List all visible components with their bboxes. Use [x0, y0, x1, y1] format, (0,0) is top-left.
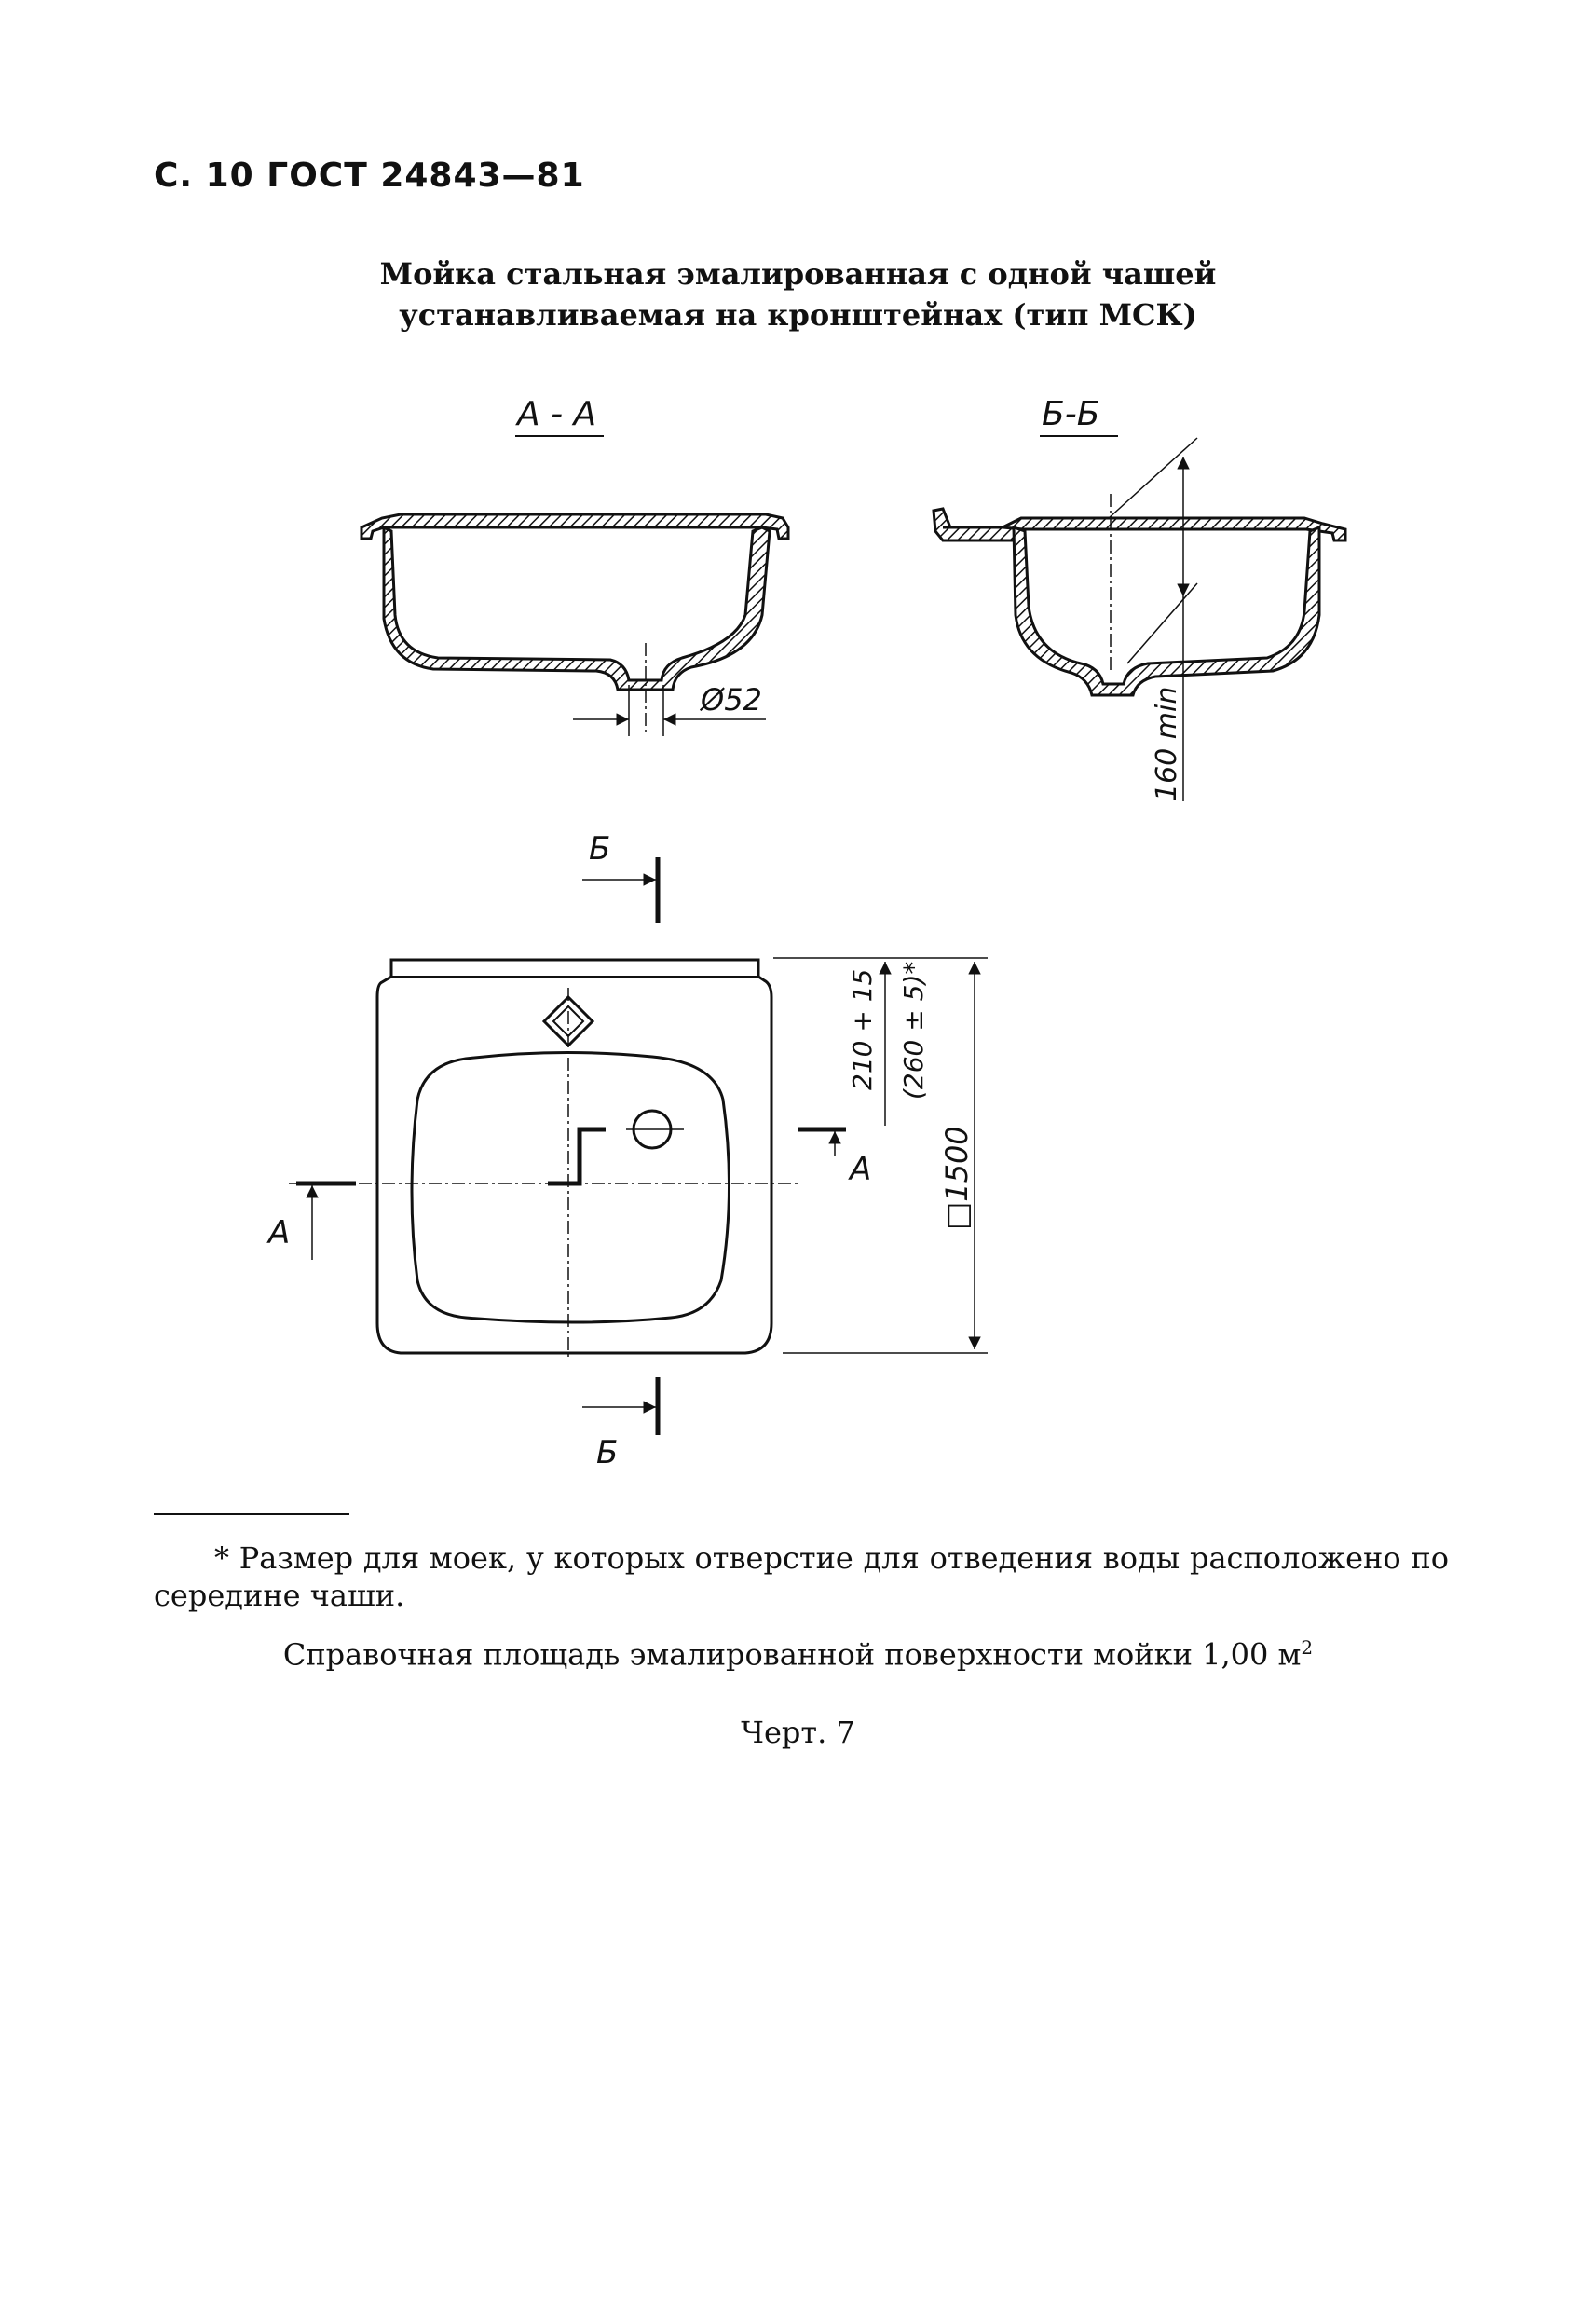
cut-a-left-label: А	[266, 1214, 290, 1251]
drawing-title-line-2: устанавливаемая на кронштейнах (тип МСК)	[399, 297, 1197, 333]
cut-a-right-label: А	[848, 1151, 871, 1188]
depth-dimension-label: 210 + 15	[847, 969, 878, 1090]
sink-bowl-aa	[382, 525, 771, 691]
figure-caption: Черт. 7	[741, 1715, 855, 1750]
drawing-title-line-1: Мойка стальная эмалированная с одной чаш…	[379, 256, 1217, 292]
drawing-title: Мойка стальная эмалированная с одной чаш…	[0, 253, 1596, 335]
footnote: * Размер для моек, у которых отверстие д…	[154, 1540, 1449, 1613]
footnote-rule	[154, 1513, 349, 1515]
cut-b-bottom-label: Б	[596, 1434, 618, 1471]
sink-bowl-outline	[410, 1050, 730, 1324]
section-bb-view: Б-Б 160 min	[932, 395, 1347, 801]
size-dimension-label: □1500	[939, 1126, 975, 1230]
technical-drawing: А - А Ø52 Б-Б 160 min	[266, 395, 1347, 1471]
sink-bowl-bb	[1012, 525, 1321, 697]
height-dimension-label: 160 min	[1151, 687, 1183, 801]
drain-diameter-label: Ø52	[699, 682, 762, 718]
plan-view: Б Б А А 210 + 15 (2	[266, 830, 988, 1471]
sink-outline	[375, 958, 773, 1355]
page-header: С. 10 ГОСТ 24843—81	[154, 157, 585, 195]
section-aa-view: А - А Ø52	[360, 395, 790, 736]
reference-area-note: Справочная площадь эмалированной поверхн…	[0, 1636, 1596, 1673]
cut-b-top-label: Б	[589, 830, 610, 868]
section-bb-label: Б-Б	[1042, 395, 1099, 433]
reference-area-unit-exponent: 2	[1301, 1636, 1314, 1659]
sink-rim-aa	[360, 513, 790, 540]
section-aa-label: А - А	[515, 395, 596, 433]
reference-area-text: Справочная площадь эмалированной поверхн…	[282, 1636, 1302, 1673]
sink-rim-bb	[997, 516, 1347, 542]
depth-dimension-alt-label: (260 ± 5)*	[898, 962, 929, 1100]
sink-flange-bb	[932, 507, 1017, 542]
